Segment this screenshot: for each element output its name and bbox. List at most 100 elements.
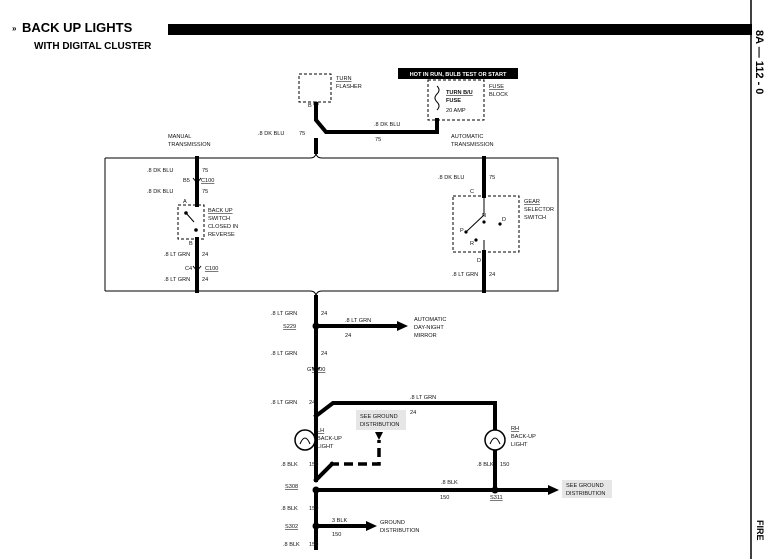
pin-a: A	[183, 199, 187, 205]
connector-c100-bottom-icon	[192, 265, 202, 272]
see-ground-2-label-2: DISTRIBUTION	[566, 491, 605, 497]
mirror-label-2: DAY-NIGHT	[414, 325, 444, 331]
back-up-switch-icon	[185, 212, 195, 223]
back-up-switch-label-3: CLOSED IN	[208, 224, 238, 230]
pos-p: P	[460, 228, 464, 234]
fuse-symbol-icon	[434, 85, 440, 111]
connector-c100-top: C100	[201, 178, 214, 184]
mirror-label-3: MIRROR	[414, 333, 437, 339]
mirror-label-1: AUTOMATIC	[414, 317, 446, 323]
lh-back-up-light-bulb-icon	[294, 429, 316, 451]
ground-path-dashed-1	[330, 440, 381, 466]
manual-w1-num: 75	[202, 168, 208, 174]
pin-b: B	[189, 241, 193, 247]
auto-w1-label: .8 DK BLU	[438, 175, 464, 181]
splice-s229: S229	[283, 324, 296, 330]
lh-light-label-3: LIGHT	[317, 444, 334, 450]
w-s229-num: 24	[321, 311, 327, 317]
bottom-wire-num: 150	[309, 542, 318, 548]
w-c200-label: .8 LT GRN	[271, 351, 297, 357]
back-up-switch-label-1: BACK UP	[208, 208, 233, 214]
rh-light-label-2: BACK-UP	[511, 434, 536, 440]
back-up-switch-label-2: SWITCH	[208, 216, 230, 222]
ground-arrow-3-icon	[366, 521, 377, 531]
gear-selector-label-1: GEAR	[524, 199, 540, 205]
connector-c100-bottom: C100	[205, 266, 218, 272]
turn-flasher-box	[298, 73, 332, 103]
w-c200-num: 24	[321, 351, 327, 357]
pos-p-contact	[464, 230, 468, 234]
pos-r-contact	[474, 238, 478, 242]
edge-tab: FIRE	[755, 520, 765, 541]
connector-c200: C200	[312, 367, 325, 373]
splice-s311: S311	[490, 495, 503, 501]
auto-w2-num: 24	[489, 272, 495, 278]
flasher-pin-b: B	[308, 103, 312, 109]
ground-dist-label-1: GROUND	[380, 520, 405, 526]
arrow-to-mirror-icon	[397, 321, 408, 331]
w-gnd-label: 3 BLK	[332, 518, 348, 524]
fuse-block-label-1: FUSE	[489, 84, 504, 90]
w-h-num: 150	[440, 495, 449, 501]
w-lh-label: .8 LT GRN	[271, 400, 297, 406]
manual-trans-label-1: MANUAL	[168, 134, 191, 140]
manual-w4-num: 24	[202, 277, 208, 283]
fuse-label-2: FUSE	[446, 98, 461, 104]
wire-num-75-mid: 75	[375, 137, 381, 143]
see-ground-box-1	[356, 410, 406, 430]
splice-s308-dot	[312, 486, 320, 494]
auto-w2-label: .8 LT GRN	[452, 272, 478, 278]
see-ground-2-label-1: SEE GROUND	[566, 483, 604, 489]
connector-c200-icon	[311, 366, 321, 373]
fuse-label-1: TURN B/U	[446, 90, 473, 96]
see-ground-1-label-1: SEE GROUND	[360, 414, 398, 420]
w-gnd-num: 150	[332, 532, 341, 538]
lh-light-label-2: BACK-UP	[317, 436, 342, 442]
manual-w1-label: .8 DK BLU	[147, 168, 173, 174]
auto-trans-label-2: TRANSMISSION	[451, 142, 494, 148]
branch-wire-label: .8 LT GRN	[345, 318, 371, 324]
wire-label-dk-blu-left: .8 DK BLU	[258, 131, 284, 137]
rh-light-label-1: RH	[511, 426, 519, 432]
pin-c: C	[470, 189, 474, 195]
wire-lh-ground-link	[313, 461, 335, 483]
splice-s311-dot	[491, 486, 499, 494]
bottom-wire-label: .8 BLK	[283, 542, 300, 548]
splice-s302: S302	[285, 524, 298, 530]
manual-w3-label: .8 LT GRN	[164, 252, 190, 258]
pin-d: D	[477, 258, 481, 264]
w-rh-blk-label: .8 BLK	[477, 462, 494, 468]
gear-selector-label-3: SWITCH	[524, 215, 546, 221]
gear-selector-switch-box	[452, 195, 520, 253]
gear-selector-wiper-icon	[465, 196, 485, 252]
switch-contact-2	[194, 228, 198, 232]
ground-arrow-2-icon	[548, 485, 559, 495]
manual-w2-label: .8 DK BLU	[147, 189, 173, 195]
page-code: 8A — 112 - 0	[753, 30, 765, 94]
hot-banner	[398, 68, 518, 79]
w-h-label: .8 BLK	[441, 480, 458, 486]
wire-label-dk-blu-mid: .8 DK BLU	[374, 122, 400, 128]
ground-dist-label-2: DISTRIBUTION	[380, 528, 419, 534]
rh-light-label-3: LIGHT	[511, 442, 528, 448]
pos-n-contact	[482, 220, 486, 224]
manual-trans-label-2: TRANSMISSION	[168, 142, 211, 148]
wire-dk-blu-feed	[314, 102, 439, 134]
turn-flasher-label-1: TURN	[336, 76, 352, 82]
w-rh-label: .8 LT GRN	[410, 395, 436, 401]
w-lh-blk-num: 150	[309, 462, 318, 468]
turn-flasher-label-2: FLASHER	[336, 84, 362, 90]
w-s308-down-label: .8 BLK	[281, 506, 298, 512]
lh-light-label-1: LH	[317, 428, 324, 434]
rh-filament-icon	[489, 437, 501, 445]
pos-n: N	[482, 213, 486, 219]
manual-w2-num: 75	[202, 189, 208, 195]
w-s229-label: .8 LT GRN	[271, 311, 297, 317]
w-rh-blk-num: 150	[500, 462, 509, 468]
gear-selector-label-2: SELECTOR	[524, 207, 554, 213]
back-up-switch-label-4: REVERSE	[208, 232, 235, 238]
fuse-label-3: 20 AMP	[446, 108, 466, 114]
wire-num-75-left: 75	[299, 131, 305, 137]
lh-filament-icon	[299, 437, 311, 445]
w-s308-down-num: 150	[309, 506, 318, 512]
